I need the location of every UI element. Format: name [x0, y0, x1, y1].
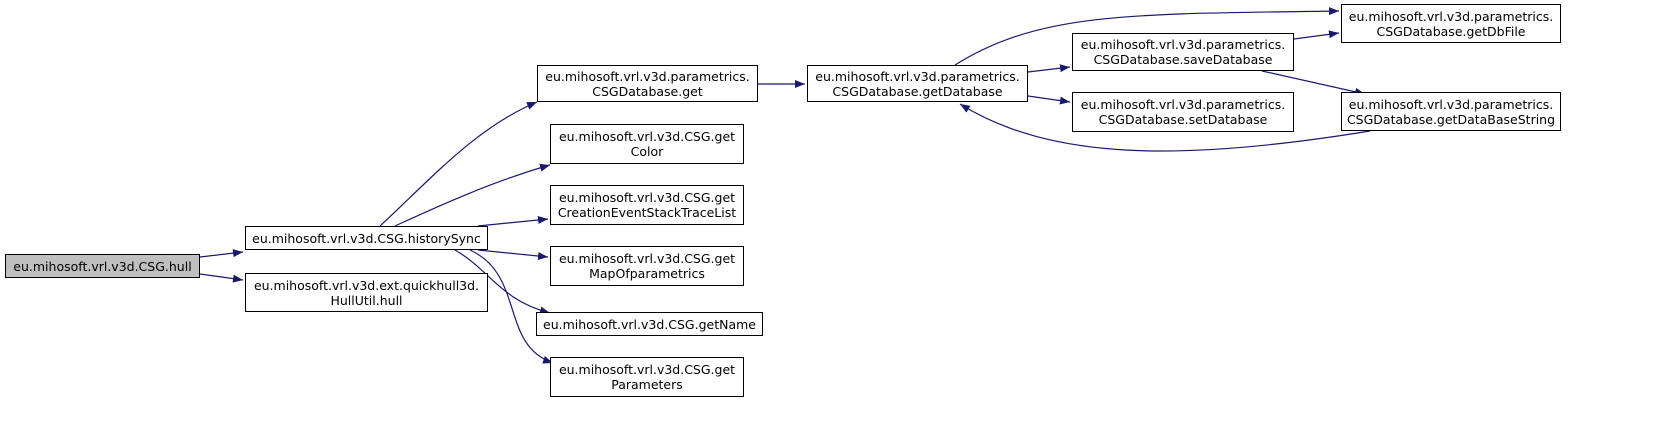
node-label-line: eu.mihosoft.vrl.v3d.parametrics.	[1348, 8, 1554, 24]
node-label-line: CSGDatabase.get	[592, 83, 703, 99]
edge-savedatabase-to-getdbstring	[1261, 70, 1366, 96]
node-label-line: HullUtil.hull	[330, 292, 403, 308]
node-label-line: eu.mihosoft.vrl.v3d.CSG.get	[558, 190, 736, 205]
edge-hull-to-historysync	[199, 249, 244, 258]
node-label-line: eu.mihosoft.vrl.v3d.parametrics.	[815, 68, 1020, 84]
node-csg-hull[interactable]: eu.mihosoft.vrl.v3d.CSG.hull	[5, 254, 200, 278]
node-label-line: Color	[630, 144, 664, 159]
edge-historysync-to-dbget	[379, 101, 538, 227]
edge-hull-to-hullutil	[199, 273, 244, 283]
node-label-line: eu.mihosoft.vrl.v3d.CSG.get	[558, 251, 736, 266]
node-label-line: eu.mihosoft.vrl.v3d.CSG.getName	[543, 316, 756, 332]
node-label-line: CreationEventStackTraceList	[557, 205, 737, 220]
node-label-line: eu.mihosoft.vrl.v3d.CSG.historySync	[252, 230, 481, 246]
edge-getdatabase-to-savedatabase	[1027, 64, 1071, 73]
node-csg-getparameters[interactable]: eu.mihosoft.vrl.v3d.CSG.get Parameters	[550, 357, 744, 397]
node-csgdatabase-getdbfile[interactable]: eu.mihosoft.vrl.v3d.parametrics. CSGData…	[1341, 4, 1561, 43]
node-label-line: CSGDatabase.getDatabase	[832, 83, 1003, 99]
node-label-line: eu.mihosoft.vrl.v3d.CSG.get	[558, 129, 736, 144]
node-label-line: CSGDatabase.getDataBaseString	[1346, 111, 1556, 127]
node-label-line: eu.mihosoft.vrl.v3d.parametrics.	[1080, 97, 1286, 112]
node-label-line: eu.mihosoft.vrl.v3d.CSG.hull	[13, 258, 192, 274]
node-label-line: eu.mihosoft.vrl.v3d.parametrics.	[1348, 96, 1554, 112]
node-label-line: MapOfparametrics	[589, 266, 705, 281]
edge-historysync-to-getcreation	[477, 216, 549, 227]
node-hullutil-hull[interactable]: eu.mihosoft.vrl.v3d.ext.quickhull3d. Hul…	[245, 273, 488, 312]
node-label-line: eu.mihosoft.vrl.v3d.ext.quickhull3d.	[253, 277, 480, 293]
node-csgdatabase-savedatabase[interactable]: eu.mihosoft.vrl.v3d.parametrics. CSGData…	[1072, 33, 1294, 71]
node-csg-getname[interactable]: eu.mihosoft.vrl.v3d.CSG.getName	[536, 312, 763, 336]
node-csgdatabase-setdatabase[interactable]: eu.mihosoft.vrl.v3d.parametrics. CSGData…	[1072, 92, 1294, 132]
edge-historysync-to-getparams	[469, 249, 554, 364]
node-csgdatabase-getdatabasestring[interactable]: eu.mihosoft.vrl.v3d.parametrics. CSGData…	[1341, 92, 1561, 131]
edge-historysync-to-getname	[454, 249, 551, 315]
node-csgdatabase-get[interactable]: eu.mihosoft.vrl.v3d.parametrics. CSGData…	[537, 65, 758, 102]
node-label-line: CSGDatabase.getDbFile	[1376, 23, 1526, 39]
edge-historysync-to-getmap	[477, 249, 549, 260]
node-label-line: CSGDatabase.setDatabase	[1098, 112, 1268, 127]
node-csg-getcreationeventstacktracelist[interactable]: eu.mihosoft.vrl.v3d.CSG.get CreationEven…	[550, 185, 744, 225]
node-csg-getcolor[interactable]: eu.mihosoft.vrl.v3d.CSG.get Color	[550, 124, 744, 164]
node-label-line: CSGDatabase.saveDatabase	[1093, 52, 1273, 67]
edge-savedatabase-to-getdbfile	[1293, 30, 1340, 40]
edge-historysync-to-getcolor	[394, 163, 551, 227]
edge-getdatabase-to-getdbfile	[954, 7, 1340, 66]
node-csg-getmapofparametrics[interactable]: eu.mihosoft.vrl.v3d.CSG.get MapOfparamet…	[550, 246, 744, 286]
node-label-line: eu.mihosoft.vrl.v3d.parametrics.	[1080, 37, 1286, 52]
node-label-line: eu.mihosoft.vrl.v3d.CSG.get	[558, 362, 736, 377]
edge-getdbstring-to-getdatabase	[959, 103, 1371, 152]
edge-layer	[199, 7, 1371, 364]
edge-getdatabase-to-setdatabase	[1027, 95, 1071, 105]
node-csg-historysync[interactable]: eu.mihosoft.vrl.v3d.CSG.historySync	[245, 226, 488, 250]
node-label-line: Parameters	[611, 377, 683, 392]
node-label-line: eu.mihosoft.vrl.v3d.parametrics.	[545, 68, 750, 84]
node-csgdatabase-getdatabase[interactable]: eu.mihosoft.vrl.v3d.parametrics. CSGData…	[807, 65, 1028, 102]
